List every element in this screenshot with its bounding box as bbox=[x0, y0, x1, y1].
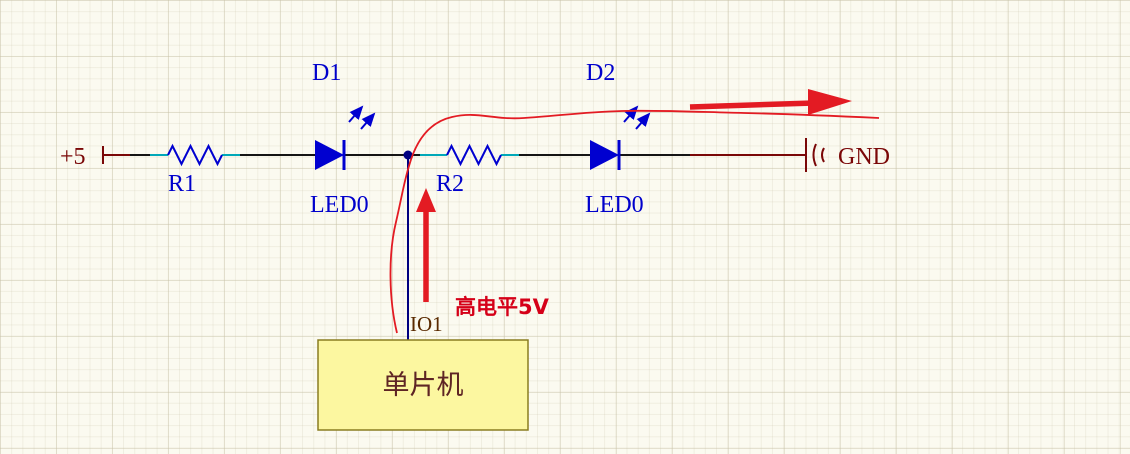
high-level-arrow-head-icon bbox=[416, 188, 436, 212]
mcu-block: IO1 单片机 bbox=[317, 312, 529, 431]
led-d2-designator: D2 bbox=[586, 60, 615, 86]
led-triangle bbox=[590, 140, 619, 170]
mcu-label: 单片机 bbox=[383, 370, 464, 400]
led-d1-designator: D1 bbox=[312, 60, 341, 86]
led-d2: D2 LED0 bbox=[585, 60, 651, 218]
current-path-annotation: 高电平5V bbox=[389, 89, 880, 334]
gnd-arc-2 bbox=[821, 147, 825, 163]
led-emission-arrow-icon bbox=[635, 112, 651, 130]
ground-label: GND bbox=[838, 144, 890, 170]
led-d1-part: LED0 bbox=[310, 192, 369, 218]
led-emission-arrow-icon bbox=[360, 112, 376, 130]
resistor-r2-designator: R2 bbox=[436, 171, 464, 197]
power-5v-symbol: +5 bbox=[60, 144, 130, 170]
resistor-zigzag bbox=[167, 143, 223, 167]
led-d1: D1 LED0 bbox=[310, 60, 376, 218]
resistor-r1-designator: R1 bbox=[168, 171, 196, 197]
power-5v-label: +5 bbox=[60, 144, 86, 170]
resistor-r2: R2 bbox=[436, 143, 502, 197]
led-triangle bbox=[315, 140, 344, 170]
current-arrow-head-icon bbox=[808, 89, 852, 115]
resistor-zigzag bbox=[446, 143, 502, 167]
mcu-pin-label: IO1 bbox=[410, 312, 443, 336]
high-level-annotation-label: 高电平5V bbox=[455, 295, 550, 319]
led-emission-arrow-icon bbox=[348, 105, 364, 123]
current-arrow-shaft bbox=[689, 100, 815, 110]
led-emission-arrow-icon bbox=[623, 105, 639, 123]
current-flow-curve bbox=[389, 109, 880, 334]
mcu-box bbox=[317, 339, 529, 431]
junction-node bbox=[403, 150, 413, 340]
ground-symbol: GND bbox=[805, 138, 890, 172]
resistor-r1: R1 bbox=[167, 143, 223, 197]
led-d2-part: LED0 bbox=[585, 192, 644, 218]
gnd-arc-1 bbox=[812, 143, 817, 167]
